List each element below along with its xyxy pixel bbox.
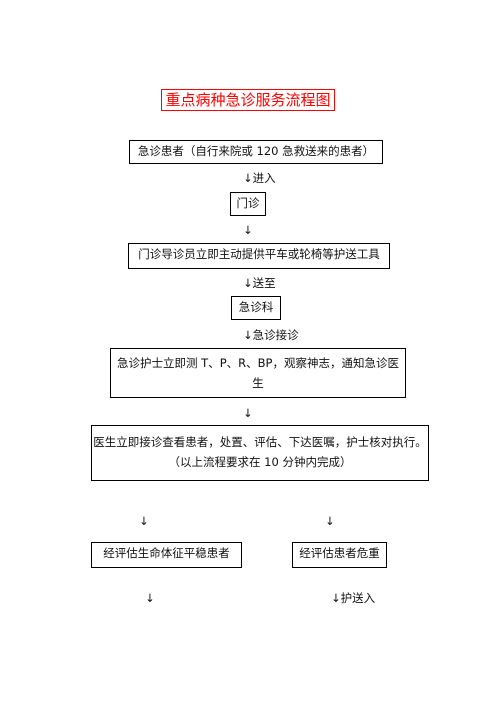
node-critical-label: 经评估患者危重: [299, 546, 380, 560]
diagram-title-wrap: 重点病种急诊服务流程图: [0, 89, 496, 111]
node-doctor: 医生立即接诊查看患者，处置、评估、下达医嘱，护士核对执行。 （以上流程要求在 1…: [91, 425, 429, 481]
connector-branch-right: ↓: [325, 513, 335, 529]
node-nurse-line-2: 生: [252, 376, 264, 390]
connector-escort-label: 护送入: [340, 591, 376, 605]
node-critical: 经评估患者危重: [292, 542, 387, 568]
node-emergency-dept-label: 急诊科: [238, 300, 274, 314]
down-arrow-icon: ↓: [243, 171, 253, 185]
node-outpatient-label: 门诊: [236, 196, 260, 210]
down-arrow-icon: ↓: [243, 406, 253, 420]
down-arrow-icon: ↓: [325, 514, 335, 528]
connector-receive-label: 急诊接诊: [252, 328, 299, 342]
node-guide-label: 门诊导诊员立即主动提供平车或轮椅等护送工具: [138, 247, 380, 261]
node-outpatient: 门诊: [230, 192, 266, 216]
down-arrow-icon: ↓: [145, 591, 155, 605]
connector-enter-label: 进入: [252, 171, 276, 185]
connector-branch-left: ↓: [139, 513, 149, 529]
down-arrow-icon: ↓: [243, 276, 253, 290]
connector-bottom-left: ↓: [145, 590, 155, 606]
down-arrow-icon: ↓: [331, 591, 341, 605]
down-arrow-icon: ↓: [243, 328, 253, 342]
connector-escort: ↓护送入: [331, 590, 375, 606]
node-nurse: 急诊护士立即测 T、P、R、BP，观察神志，通知急诊医 生: [110, 348, 406, 398]
node-patient-label: 急诊患者（自行来院或 120 急救送来的患者）: [137, 144, 375, 158]
connector-enter: ↓进入: [243, 170, 276, 186]
diagram-title: 重点病种急诊服务流程图: [161, 89, 335, 111]
node-stable: 经评估生命体征平稳患者: [91, 542, 242, 568]
node-patient: 急诊患者（自行来院或 120 急救送来的患者）: [129, 140, 383, 164]
node-emergency-dept: 急诊科: [231, 296, 281, 320]
connector-arrow-2: ↓: [243, 405, 253, 421]
node-guide: 门诊导诊员立即主动提供平车或轮椅等护送工具: [128, 243, 390, 269]
connector-arrow-1: ↓: [243, 222, 253, 238]
down-arrow-icon: ↓: [139, 514, 149, 528]
down-arrow-icon: ↓: [243, 223, 253, 237]
node-nurse-line-1: 急诊护士立即测 T、P、R、BP，观察神志，通知急诊医: [117, 356, 399, 370]
connector-send-to: ↓送至: [243, 275, 276, 291]
connector-send-to-label: 送至: [252, 276, 276, 290]
node-doctor-line-1: 医生立即接诊查看患者，处置、评估、下达医嘱，护士核对执行。: [93, 435, 427, 449]
node-doctor-line-2: （以上流程要求在 10 分钟内完成）: [168, 455, 352, 469]
connector-receive: ↓急诊接诊: [243, 327, 299, 343]
node-stable-label: 经评估生命体征平稳患者: [103, 546, 230, 560]
